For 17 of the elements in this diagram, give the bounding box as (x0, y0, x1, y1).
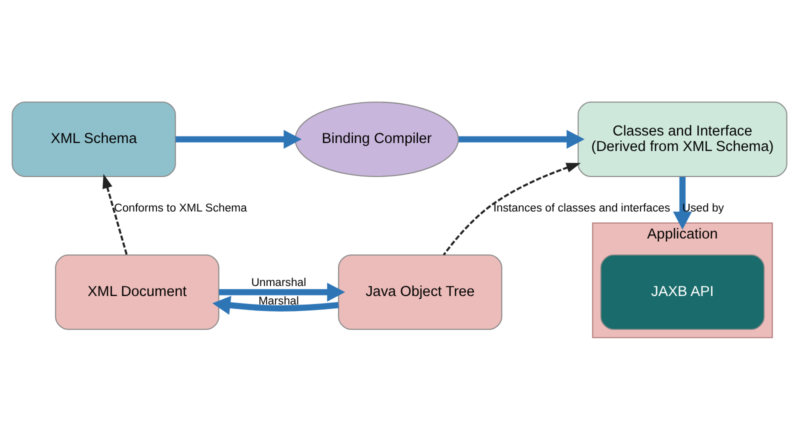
node-box: Classes and Interface (Derived from XML Schema) (578, 102, 788, 177)
node-box: JAXB API (600, 254, 765, 330)
arrow (458, 130, 585, 149)
arrow (212, 296, 339, 315)
edge-label: Unmarshal (251, 276, 306, 289)
arrow (102, 174, 128, 256)
node-box: XML Document (55, 254, 220, 330)
arrow (442, 162, 581, 256)
edge-label: Marshal (258, 295, 299, 308)
node-box: XML Schema (12, 102, 176, 177)
arrow (219, 282, 346, 302)
arrow (176, 130, 302, 149)
edge-label: Instances of classes and interfaces (493, 202, 670, 214)
node-box: Java Object Tree (338, 254, 502, 330)
node-ellipse: Binding Compiler (294, 102, 459, 177)
edge-label: Conforms to XML Schema (114, 202, 247, 214)
arrow (673, 176, 692, 230)
